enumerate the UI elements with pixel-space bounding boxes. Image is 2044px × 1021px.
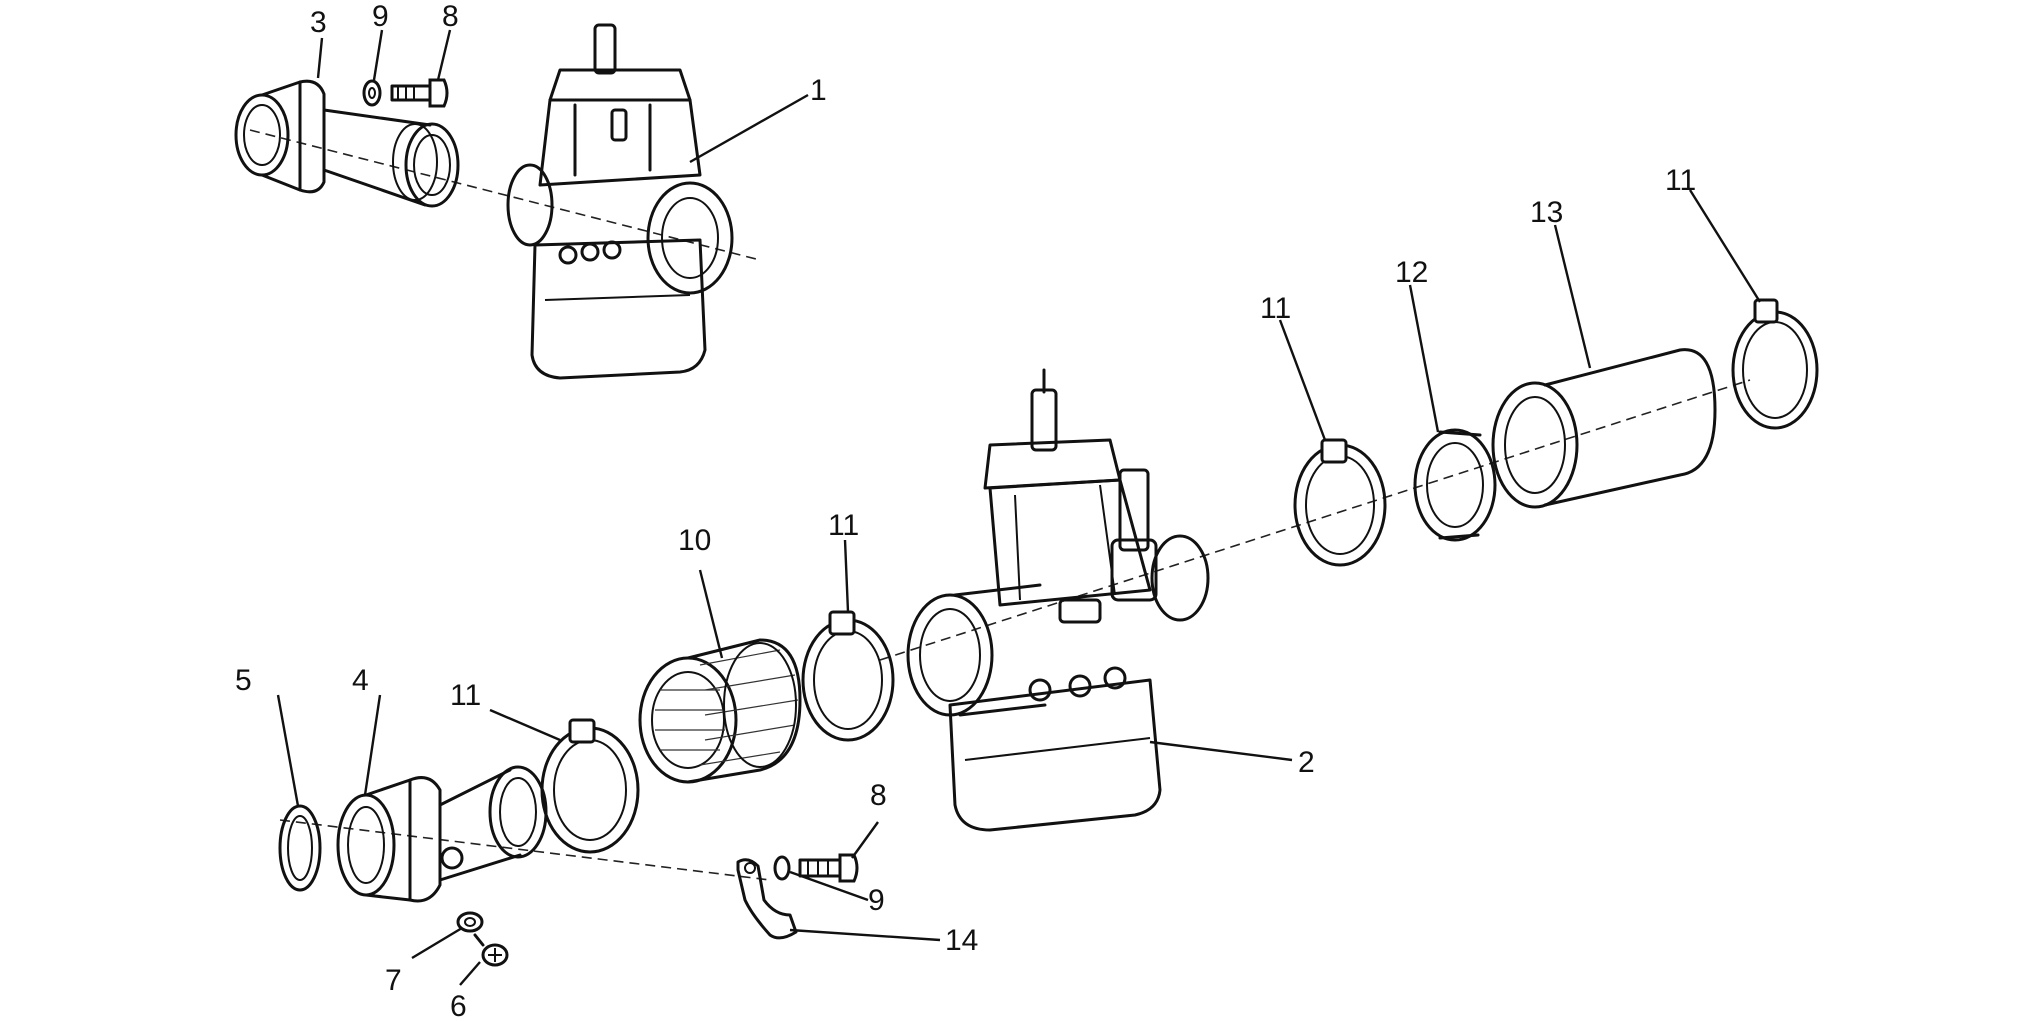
part-11-hose-clamp-center <box>801 610 895 742</box>
callout-2: 2 <box>1298 746 1315 779</box>
part-1-carburetor-upper <box>506 23 734 380</box>
part-14-bracket <box>736 858 798 940</box>
axis-lines <box>249 129 1751 881</box>
part-11-hose-clamp-rear <box>1731 298 1819 430</box>
callout-7: 7 <box>385 964 402 997</box>
leader-lines <box>276 29 1762 986</box>
part-11-hose-clamp-mid-right <box>1293 438 1387 567</box>
part-10-air-filter <box>638 638 802 784</box>
part-3-intake-manifold <box>234 79 460 208</box>
callout-1: 1 <box>810 74 827 107</box>
callout-8-lower: 8 <box>870 779 887 812</box>
callout-13: 13 <box>1530 196 1563 229</box>
callout-11-rear: 11 <box>1665 164 1696 197</box>
callout-11-left: 11 <box>450 679 481 712</box>
callout-10: 10 <box>678 524 711 557</box>
part-4-intake-manifold-lower <box>336 765 548 903</box>
callout-9-upper: 9 <box>372 0 389 33</box>
part-9-washer-lower <box>773 855 791 881</box>
callout-9-lower: 9 <box>868 884 885 917</box>
callout-14: 14 <box>945 924 978 957</box>
callout-4: 4 <box>352 664 369 697</box>
part-12-ring <box>1413 428 1497 542</box>
part-5-gasket <box>278 804 322 892</box>
callout-6: 6 <box>450 990 467 1021</box>
part-6-screw <box>473 933 509 967</box>
part-13-sleeve <box>1491 348 1717 509</box>
part-8-bolt-upper <box>390 78 449 108</box>
callout-3: 3 <box>310 6 327 39</box>
part-8-bolt-lower <box>798 853 859 883</box>
part-2-carburetor-main <box>906 368 1210 832</box>
part-9-washer-upper <box>362 79 382 107</box>
part-7-nut <box>456 911 484 933</box>
callout-8-upper: 8 <box>442 0 459 33</box>
callout-5: 5 <box>235 664 252 697</box>
callout-11-mid-right: 11 <box>1260 292 1291 325</box>
callout-11-center: 11 <box>828 509 859 542</box>
callout-12: 12 <box>1395 256 1428 289</box>
callout-labels: 3 9 8 1 11 13 12 11 10 11 2 5 4 11 8 9 1… <box>235 0 1696 1021</box>
part-11-hose-clamp-left <box>540 718 640 854</box>
